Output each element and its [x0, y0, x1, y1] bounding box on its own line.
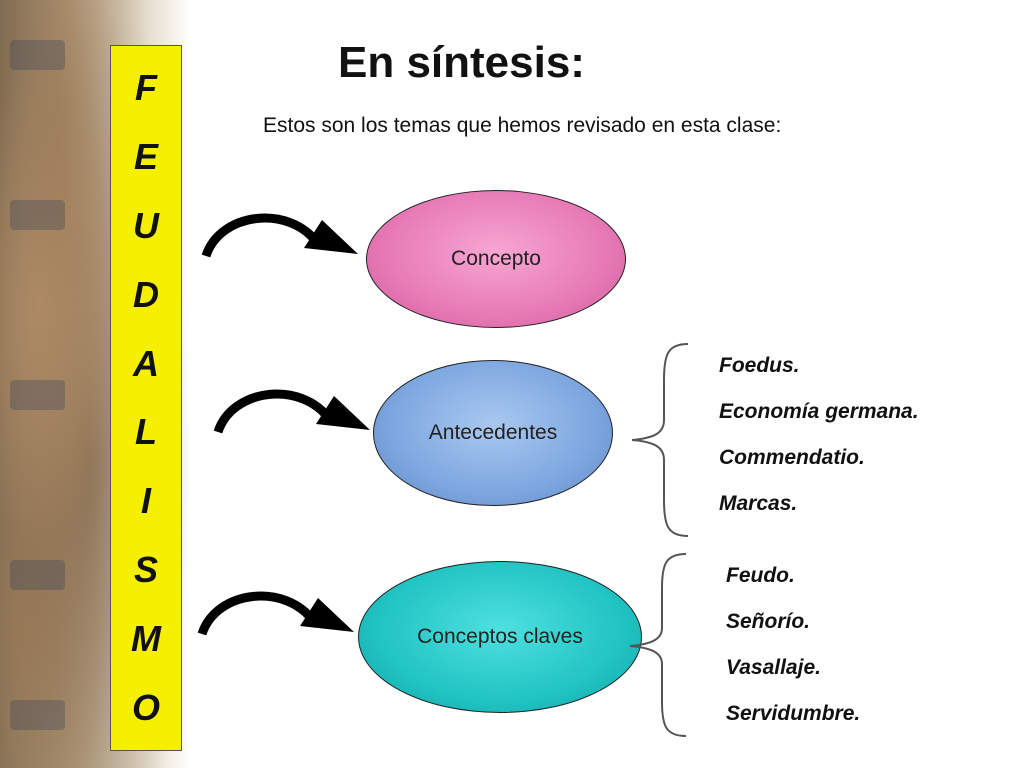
banner-letter: E	[133, 136, 158, 178]
banner-letter: D	[133, 273, 159, 315]
list-item: Foedus.	[719, 354, 800, 377]
topic-antecedentes: Antecedentes	[373, 360, 613, 506]
slide-title: En síntesis:	[338, 38, 585, 87]
banner-letter: O	[131, 686, 160, 728]
banner-letter: I	[140, 480, 151, 522]
conceptos-claves-list: Feudo. Señorío. Vasallaje. Servidumbre.	[726, 553, 860, 737]
list-item: Marcas.	[719, 492, 798, 515]
curved-arrow-icon	[197, 591, 354, 636]
banner-letter: A	[133, 342, 159, 384]
curved-arrow-icon	[201, 213, 358, 258]
list-item: Commendatio.	[719, 446, 865, 469]
banner-letter: S	[133, 548, 158, 590]
curved-arrow-icon	[213, 389, 370, 434]
list-item: Señorío.	[726, 610, 811, 633]
topic-conceptos-claves: Conceptos claves	[358, 561, 642, 713]
list-item: Feudo.	[726, 564, 795, 587]
topic-concepto: Concepto	[366, 190, 626, 328]
banner-letter: F	[135, 67, 157, 109]
list-item: Economía germana.	[719, 400, 919, 423]
banner-letter: U	[133, 204, 159, 246]
list-item: Servidumbre.	[726, 702, 861, 725]
slide-subtitle: Estos son los temas que hemos revisado e…	[263, 114, 782, 137]
left-brace-icon	[631, 343, 689, 537]
left-brace-icon	[629, 553, 687, 737]
list-item: Vasallaje.	[726, 656, 821, 679]
banner-letter: L	[135, 411, 157, 453]
banner-letter: M	[131, 617, 161, 659]
antecedentes-list: Foedus. Economía germana. Commendatio. M…	[719, 343, 919, 527]
feudalismo-banner: F E U D A L I S M O	[110, 45, 182, 751]
